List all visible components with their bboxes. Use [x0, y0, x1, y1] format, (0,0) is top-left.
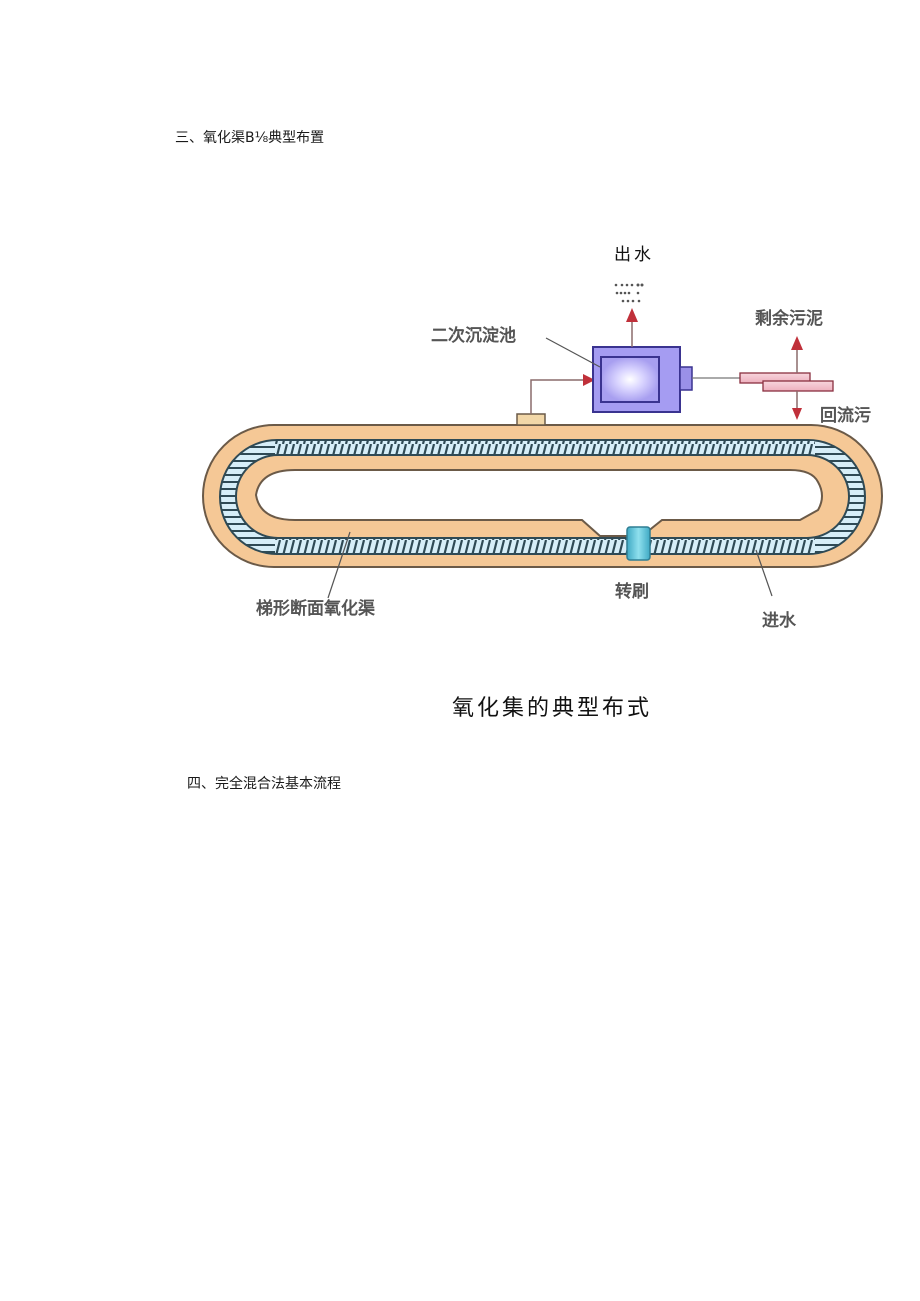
outlet-arrow-icon	[626, 308, 638, 322]
feed-box	[516, 413, 546, 426]
return-sludge-label: 回流污	[820, 406, 871, 426]
outlet-water-label: 出水	[614, 245, 654, 265]
return-sludge-arrow-icon	[792, 408, 802, 420]
rotor-brush-label: 转刷	[615, 582, 649, 602]
inflow-arrow-icon	[583, 374, 595, 386]
inlet-water-label: 进水	[762, 611, 796, 631]
figure-caption: 氧化集的典型布式	[452, 696, 653, 721]
rotor-brush	[626, 526, 651, 561]
oxidation-ditch-diagram: 出水 二次沉淀池 剩余污泥 回流污 梯形断面氧化渠 转刷 进水	[190, 220, 910, 640]
excess-sludge-label: 剩余污泥	[755, 309, 823, 329]
trapezoid-channel-label: 梯形断面氧化渠	[256, 599, 375, 619]
sludge-splitter	[739, 372, 834, 392]
water-dots-icon	[614, 283, 644, 303]
oxidation-ditch-loop	[202, 424, 883, 568]
secondary-clarifier-label: 二次沉淀池	[431, 326, 516, 346]
secondary-clarifier	[592, 346, 693, 413]
section-3-heading: 三、氧化渠B⅛典型布置	[175, 130, 325, 146]
section-4-heading: 四、完全混合法基本流程	[187, 776, 341, 792]
oxidation-ditch-svg	[202, 283, 883, 599]
excess-sludge-arrow-icon	[791, 336, 803, 350]
